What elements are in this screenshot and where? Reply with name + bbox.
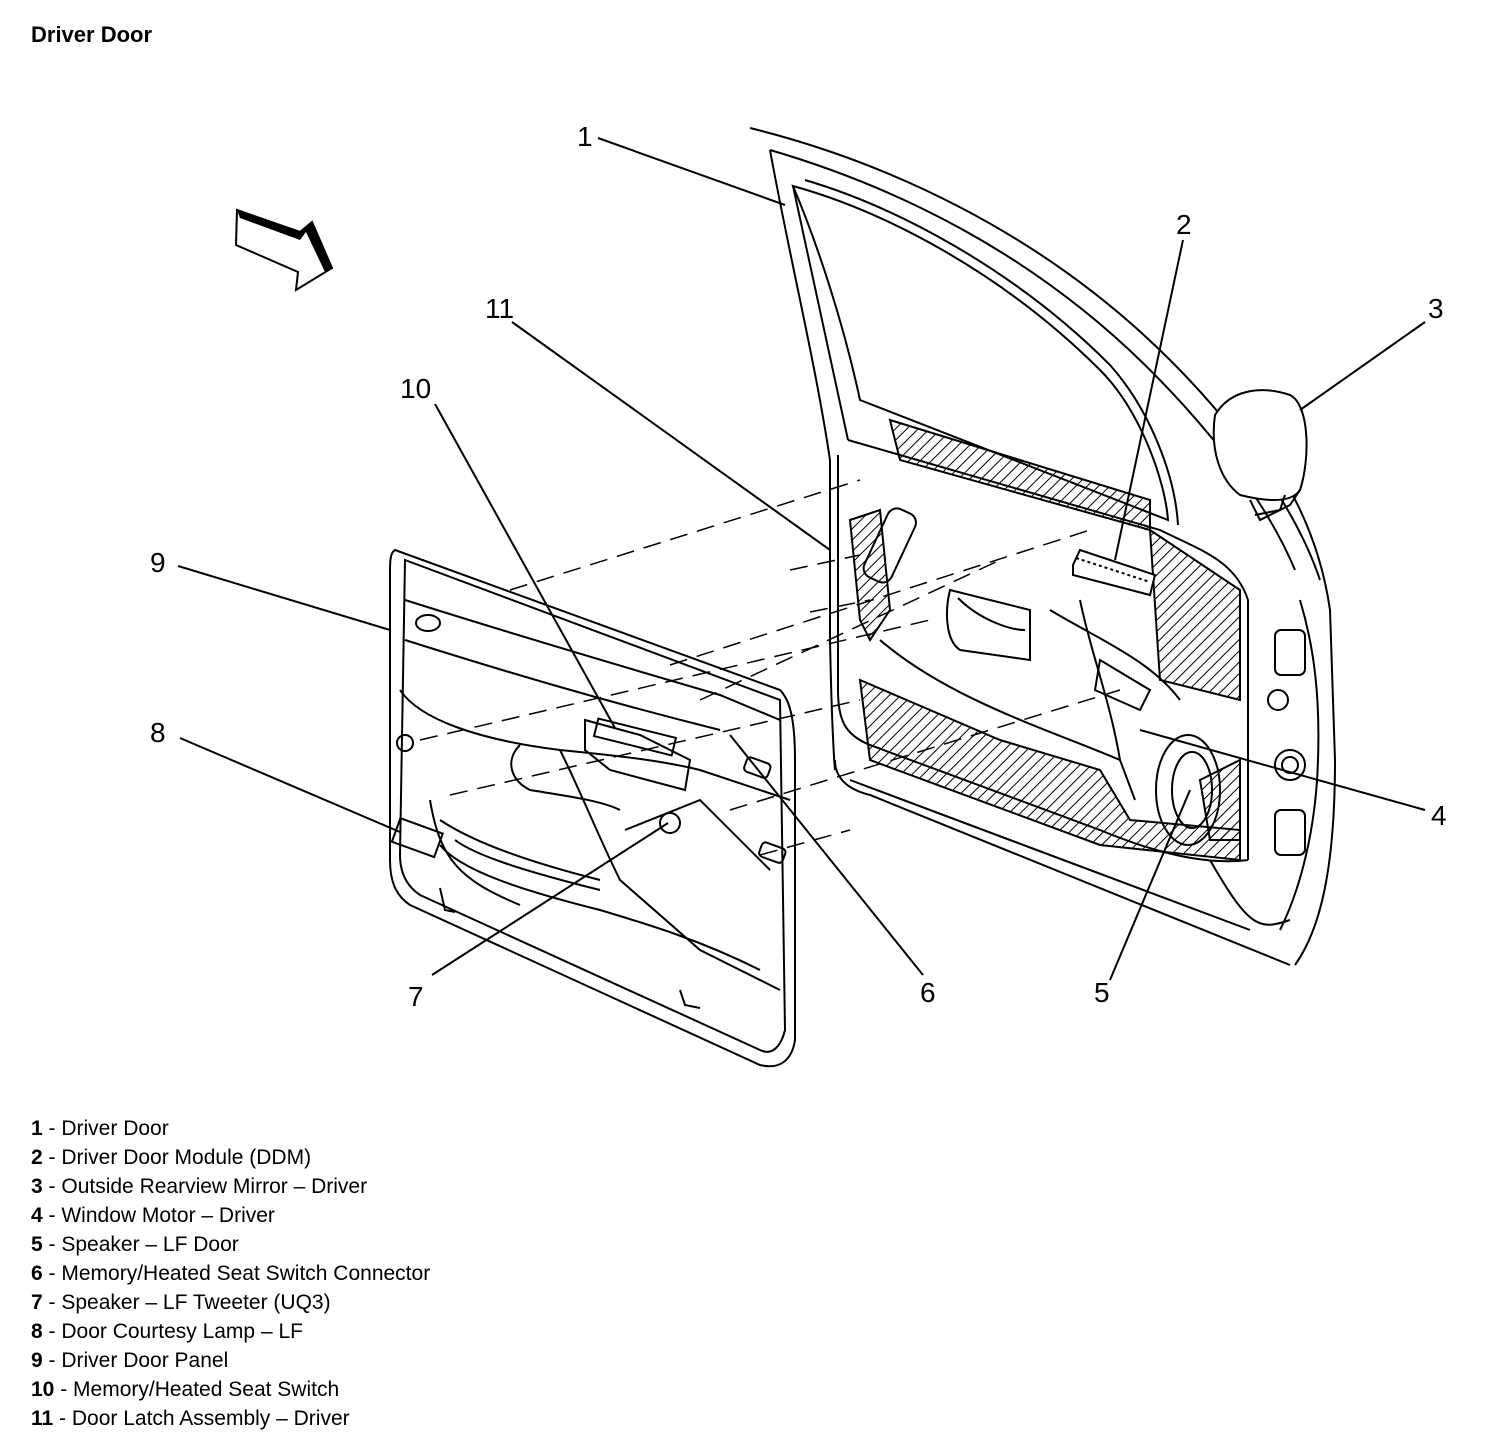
callout-2: 2 bbox=[1176, 209, 1192, 240]
legend-item: 8 - Door Courtesy Lamp – LF bbox=[31, 1320, 303, 1343]
callout-4: 4 bbox=[1431, 800, 1447, 831]
door-shell bbox=[749, 127, 1337, 966]
legend-item: 3 - Outside Rearview Mirror – Driver bbox=[31, 1175, 368, 1198]
mounting-projection-lines bbox=[419, 479, 1121, 856]
legend-item: 11 - Door Latch Assembly – Driver bbox=[31, 1407, 350, 1430]
callout-10: 10 bbox=[400, 373, 431, 404]
callout-8: 8 bbox=[150, 717, 166, 748]
legend-item: 10 - Memory/Heated Seat Switch bbox=[31, 1378, 340, 1401]
legend-item: 7 - Speaker – LF Tweeter (UQ3) bbox=[31, 1291, 331, 1314]
callout-7: 7 bbox=[408, 981, 424, 1012]
outside-mirror bbox=[1212, 389, 1308, 522]
callout-3: 3 bbox=[1428, 293, 1444, 324]
direction-arrow-icon bbox=[234, 208, 334, 292]
callout-5: 5 bbox=[1094, 977, 1110, 1008]
callout-11: 11 bbox=[485, 293, 514, 324]
leader-lines bbox=[177, 137, 1426, 981]
legend-item: 5 - Speaker – LF Door bbox=[31, 1233, 239, 1256]
callout-6: 6 bbox=[920, 977, 936, 1008]
legend-item: 2 - Driver Door Module (DDM) bbox=[31, 1146, 312, 1169]
legend-item: 6 - Memory/Heated Seat Switch Connector bbox=[31, 1262, 431, 1285]
parts-legend: 1 - Driver Door 2 - Driver Door Module (… bbox=[31, 1114, 430, 1433]
callout-1: 1 bbox=[577, 121, 593, 152]
door-diagram: 1 2 3 4 5 6 7 8 9 10 11 bbox=[150, 121, 1447, 1068]
legend-item: 9 - Driver Door Panel bbox=[31, 1349, 229, 1372]
legend-item: 4 - Window Motor – Driver bbox=[31, 1204, 275, 1227]
callout-9: 9 bbox=[150, 547, 166, 578]
legend-item: 1 - Driver Door bbox=[31, 1117, 169, 1140]
page-title: Driver Door bbox=[31, 22, 153, 47]
